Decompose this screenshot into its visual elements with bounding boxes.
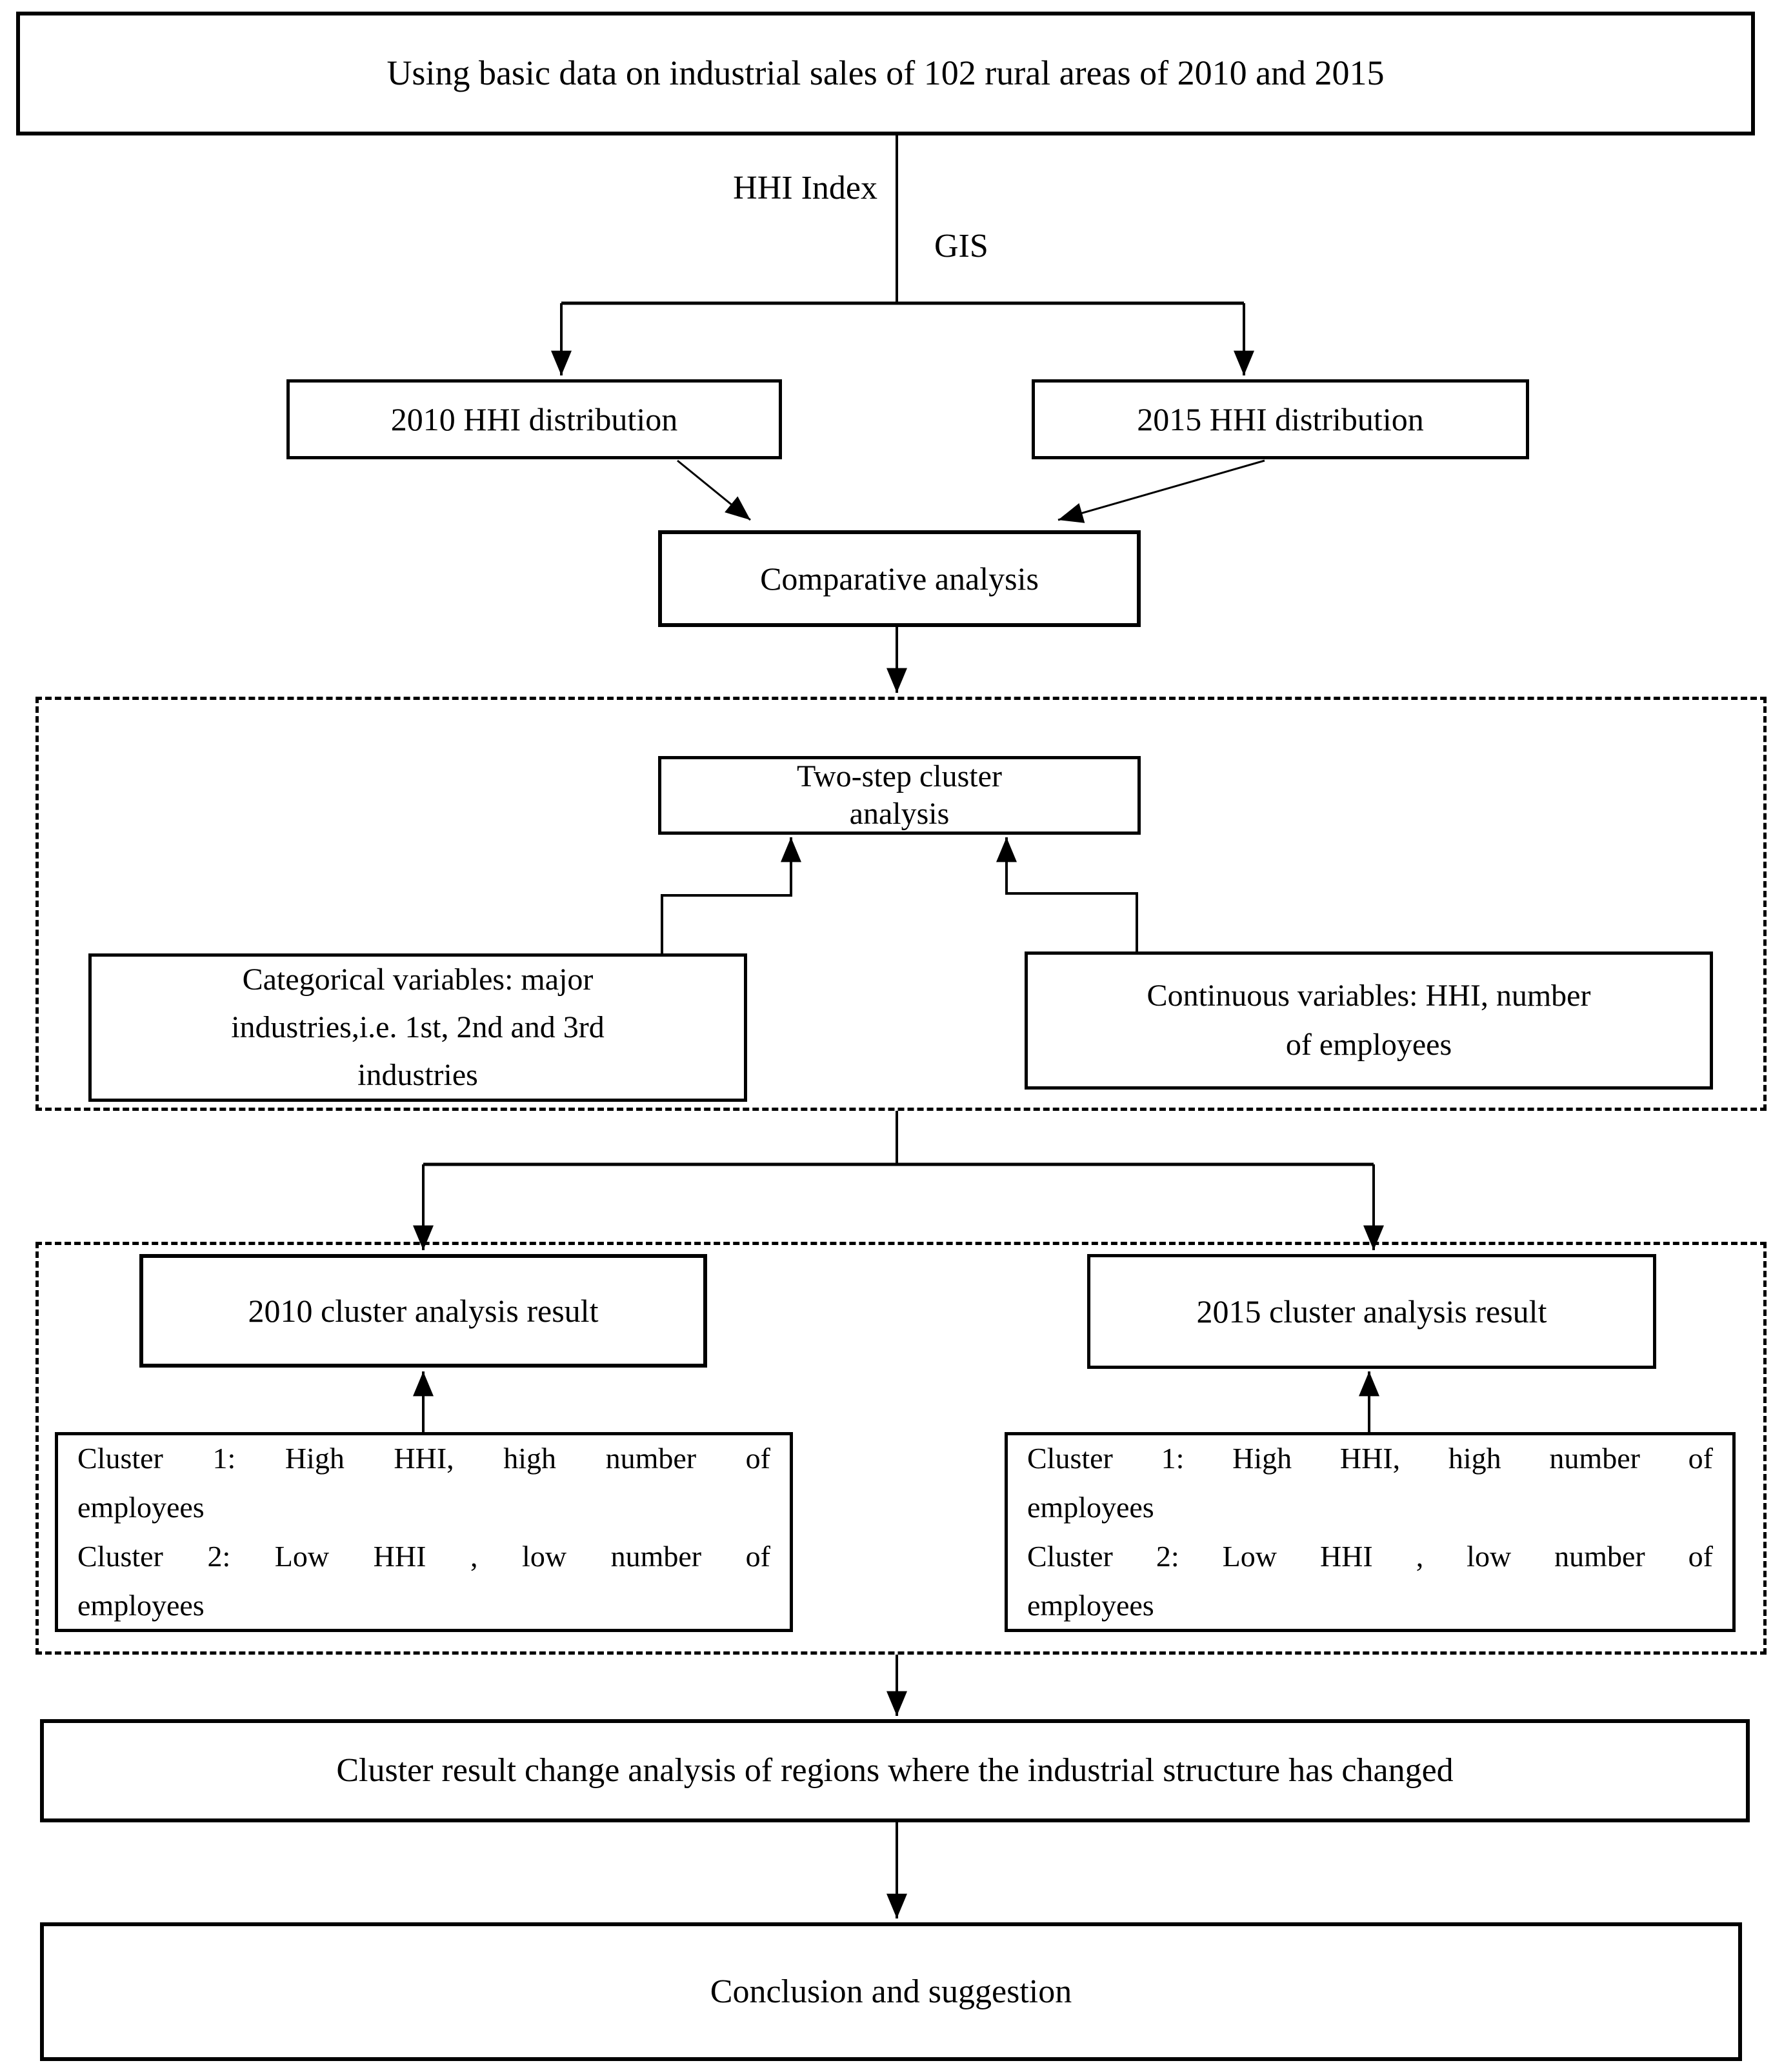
node-2010-result-label: 2010 cluster analysis result bbox=[248, 1292, 599, 1329]
clusters2015-line-2: employees bbox=[1027, 1491, 1154, 1524]
node-2015-hhi-distribution-label: 2015 HHI distribution bbox=[1137, 401, 1424, 437]
node-conclusion-label: Conclusion and suggestion bbox=[710, 1973, 1072, 2010]
node-cluster-result-change-analysis: Cluster result change analysis of region… bbox=[40, 1719, 1750, 1822]
node-2015-clusters-description: Cluster 1: High HHI, high number of empl… bbox=[1005, 1432, 1736, 1632]
node-categorical-variables: Categorical variables: major industries,… bbox=[88, 953, 747, 1102]
node-source-data: Using basic data on industrial sales of … bbox=[16, 12, 1755, 135]
node-comparative-analysis: Comparative analysis bbox=[658, 530, 1141, 627]
clusters2015-line-3: Cluster 2: Low HHI , low number of bbox=[1027, 1540, 1713, 1573]
clusters2015-line-4: employees bbox=[1027, 1589, 1154, 1622]
node-two-step-line-1: Two-step cluster bbox=[797, 759, 1002, 793]
node-categorical-line-2: industries,i.e. 1st, 2nd and 3rd bbox=[231, 1010, 605, 1044]
clusters2010-line-4: employees bbox=[77, 1589, 205, 1622]
node-categorical-line-1: Categorical variables: major bbox=[242, 962, 594, 997]
node-2015-cluster-analysis-result: 2015 cluster analysis result bbox=[1087, 1254, 1656, 1369]
node-two-step-cluster-analysis: Two-step cluster analysis bbox=[658, 756, 1141, 835]
node-two-step-line-2: analysis bbox=[849, 797, 950, 831]
edge-label-gis: GIS bbox=[934, 228, 988, 264]
node-continuous-line-2: of employees bbox=[1285, 1028, 1452, 1062]
arrow-2015-to-comparative bbox=[1057, 459, 1265, 523]
node-2010-clusters-description: Cluster 1: High HHI, high number of empl… bbox=[55, 1432, 793, 1632]
clusters2010-line-1: Cluster 1: High HHI, high number of bbox=[77, 1442, 770, 1475]
node-2015-hhi-distribution: 2015 HHI distribution bbox=[1032, 379, 1529, 459]
cluster-analysis-dashed-container bbox=[35, 697, 1767, 1111]
node-continuous-line-1: Continuous variables: HHI, number bbox=[1147, 979, 1591, 1013]
cluster-results-dashed-container bbox=[35, 1242, 1767, 1655]
clusters2010-line-3: Cluster 2: Low HHI , low number of bbox=[77, 1540, 770, 1573]
node-2010-hhi-distribution: 2010 HHI distribution bbox=[286, 379, 782, 459]
node-change-label: Cluster result change analysis of region… bbox=[336, 1752, 1454, 1789]
arrow-2010-to-comparative bbox=[677, 459, 751, 521]
clusters2010-line-2: employees bbox=[77, 1491, 205, 1524]
node-2015-result-label: 2015 cluster analysis result bbox=[1196, 1293, 1547, 1330]
node-continuous-variables: Continuous variables: HHI, number of emp… bbox=[1025, 951, 1713, 1090]
node-2010-cluster-analysis-result: 2010 cluster analysis result bbox=[139, 1254, 707, 1368]
node-2010-hhi-distribution-label: 2010 HHI distribution bbox=[390, 401, 678, 437]
node-categorical-line-3: industries bbox=[357, 1058, 478, 1092]
node-comparative-analysis-label: Comparative analysis bbox=[760, 560, 1039, 597]
node-source-data-label: Using basic data on industrial sales of … bbox=[386, 54, 1385, 93]
clusters2015-line-1: Cluster 1: High HHI, high number of bbox=[1027, 1442, 1713, 1475]
node-conclusion-and-suggestion: Conclusion and suggestion bbox=[40, 1922, 1742, 2061]
edge-label-hhi-index: HHI Index bbox=[733, 170, 877, 206]
